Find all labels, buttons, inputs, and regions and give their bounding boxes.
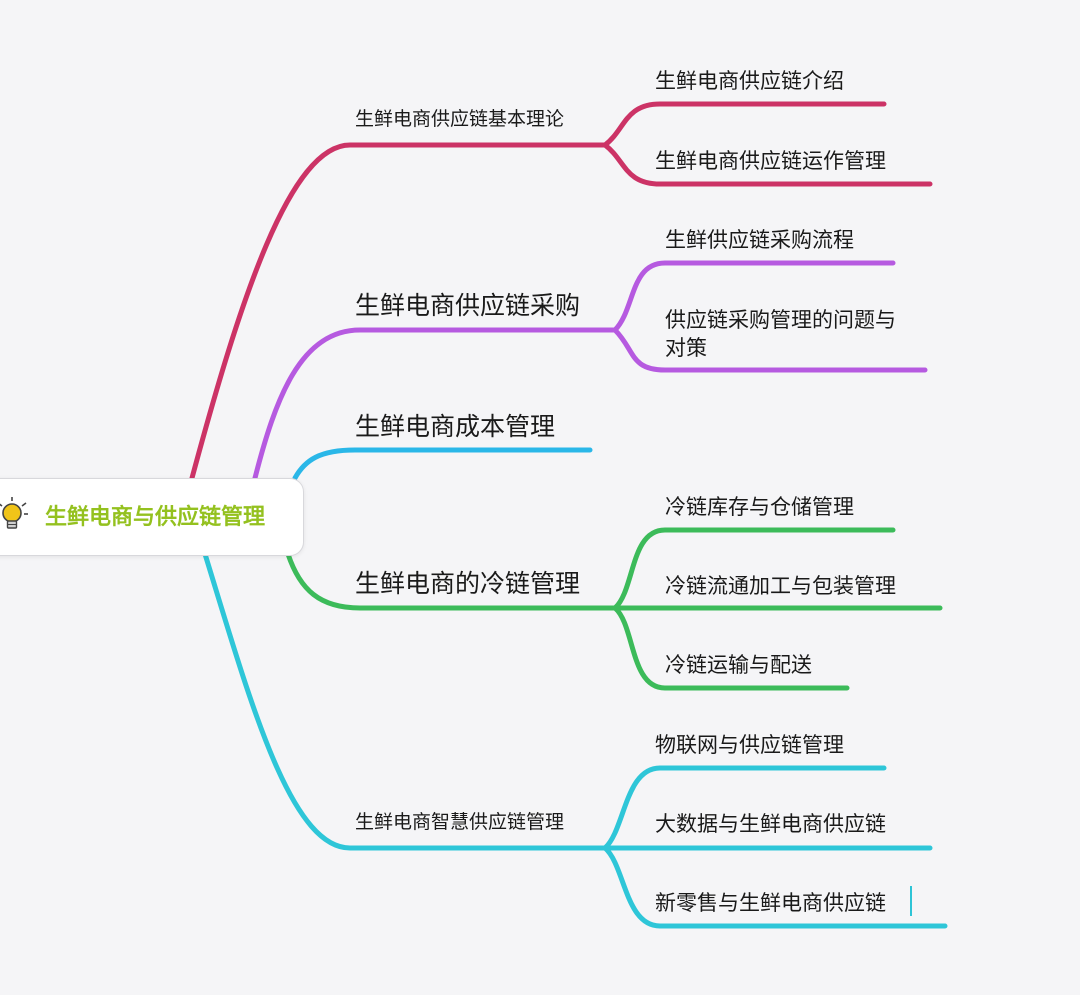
cold-child-2-label[interactable]: 冷链流通加工与包装管理 xyxy=(665,574,896,598)
cold-child-1-label[interactable]: 冷链库存与仓储管理 xyxy=(665,495,854,519)
connector-purchase-child-1 xyxy=(612,260,896,333)
theory-child-1-label[interactable]: 生鲜电商供应链介绍 xyxy=(655,69,844,93)
connector-root-purchase xyxy=(252,327,618,481)
connector-root-theory xyxy=(189,142,608,481)
smart-child-3-label[interactable]: 新零售与生鲜电商供应链 xyxy=(655,891,886,915)
connector-theory-child-2 xyxy=(602,142,933,187)
root-label: 生鲜电商与供应链管理 xyxy=(45,505,266,530)
connector-purchase-child-2 xyxy=(612,327,928,373)
root-node[interactable] xyxy=(0,478,304,556)
lightbulb-icon xyxy=(0,497,28,529)
connector-root-cold-chain xyxy=(285,551,618,611)
connector-cold-child-3 xyxy=(612,605,850,691)
theory-child-2-label[interactable]: 生鲜电商供应链运作管理 xyxy=(655,149,886,173)
connector-smart-child-1 xyxy=(602,765,887,851)
purchase-child-2-label[interactable]: 供应链采购管理的问题与对策 xyxy=(665,308,896,360)
branch-cost-label[interactable]: 生鲜电商成本管理 xyxy=(355,412,556,441)
purchase-child-1-label[interactable]: 生鲜供应链采购流程 xyxy=(665,228,854,252)
connector-smart-child-3 xyxy=(602,845,948,929)
smart-child-2-label[interactable]: 大数据与生鲜电商供应链 xyxy=(655,812,886,836)
branch-cold-chain-label[interactable]: 生鲜电商的冷链管理 xyxy=(355,569,581,598)
branch-theory-label[interactable]: 生鲜电商供应链基本理论 xyxy=(355,108,565,130)
connector-theory-child-1 xyxy=(602,101,887,148)
connector-root-cost xyxy=(292,447,593,481)
cold-child-3-label[interactable]: 冷链运输与配送 xyxy=(665,653,812,677)
branch-purchase-label[interactable]: 生鲜电商供应链采购 xyxy=(355,291,581,320)
smart-child-1-label[interactable]: 物联网与供应链管理 xyxy=(655,733,844,757)
connector-cold-child-1 xyxy=(612,527,896,611)
connector-root-smart xyxy=(202,551,608,851)
branch-smart-label[interactable]: 生鲜电商智慧供应链管理 xyxy=(355,811,565,833)
text-cursor xyxy=(910,886,912,916)
